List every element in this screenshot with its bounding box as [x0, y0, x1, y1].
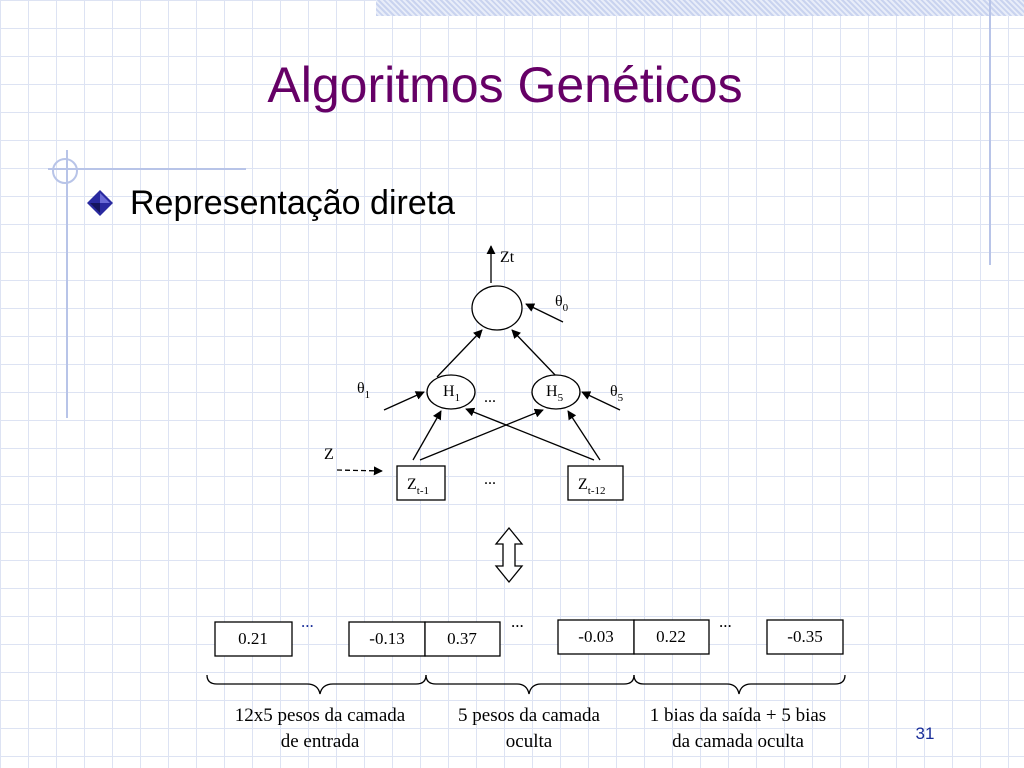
gene-value-6: -0.35 — [787, 627, 822, 646]
group-caption-line2: de entrada — [280, 731, 360, 752]
theta1-arrow — [383, 391, 425, 411]
chromosome-ellipsis-2: ... — [511, 612, 524, 631]
top-right-vertical-line — [989, 0, 991, 265]
input-z-label: Z — [324, 446, 334, 463]
output-label: Zt — [500, 249, 515, 266]
output-node — [471, 285, 523, 331]
h5-label: H5 — [546, 383, 564, 404]
zt12-to-h1-arrow — [465, 407, 595, 461]
theta0-arrow — [525, 303, 564, 323]
gene-value-5: 0.22 — [656, 627, 686, 646]
bullet-item: Representação direta — [86, 180, 455, 226]
top-right-pattern-band — [376, 0, 1024, 16]
h1-to-output-arrow — [436, 329, 483, 378]
input-ellipsis: ... — [484, 471, 496, 488]
h1-label: H1 — [443, 383, 460, 404]
group-caption-line2: oculta — [505, 731, 553, 752]
gene-value-3: 0.37 — [447, 629, 477, 648]
zt1-to-h5-arrow — [419, 408, 544, 461]
theta0-label: θ0 — [555, 293, 569, 314]
gene-box-6 — [766, 619, 844, 655]
chromosome-ellipsis-3: ... — [719, 612, 732, 631]
brace-input-weights — [206, 674, 427, 695]
left-horizontal-line — [48, 168, 246, 170]
input-box-zt12 — [567, 465, 624, 501]
zt12-to-h5-arrow — [567, 410, 601, 461]
hidden-node-h1 — [426, 374, 476, 410]
input-box-zt1 — [396, 465, 446, 501]
gene-box-5 — [633, 619, 710, 655]
brace-hidden-weights — [425, 674, 635, 695]
group-caption-bias: 1 bias da saída + 5 bias da camada ocult… — [628, 703, 848, 755]
input-dashed-arrow — [336, 466, 383, 476]
h5-to-output-arrow — [511, 329, 558, 378]
brace-bias — [633, 674, 846, 695]
page-number: 31 — [915, 724, 935, 743]
group-caption-line1: 12x5 pesos da camada — [234, 705, 406, 726]
gene-box-2 — [348, 621, 426, 657]
corner-circle-icon — [52, 158, 78, 184]
zt12-label: Zt-12 — [578, 476, 606, 497]
group-caption-line2: da camada oculta — [672, 731, 804, 752]
left-vertical-line — [66, 150, 68, 418]
diamond-bullet-icon — [87, 190, 113, 216]
group-caption-hidden-weights: 5 pesos da camada oculta — [419, 703, 639, 755]
gene-box-3 — [424, 621, 501, 657]
group-caption-input-weights: 12x5 pesos da camada de entrada — [210, 703, 430, 755]
hidden-ellipsis: ... — [484, 389, 496, 406]
gene-box-1 — [214, 621, 293, 657]
zt1-to-h1-arrow — [412, 410, 442, 461]
slide-title: Algoritmos Genéticos — [267, 57, 743, 113]
gene-value-4: -0.03 — [578, 627, 613, 646]
hidden-node-h5 — [531, 374, 581, 410]
theta1-label: θ1 — [357, 380, 370, 401]
theta5-label: θ5 — [610, 383, 624, 404]
double-arrow-icon — [494, 526, 524, 584]
gene-value-2: -0.13 — [369, 629, 404, 648]
chromosome-ellipsis-1: ... — [301, 612, 314, 631]
group-caption-line1: 1 bias da saída + 5 bias — [649, 705, 827, 726]
theta5-arrow — [581, 391, 621, 411]
gene-value-1: 0.21 — [238, 629, 268, 648]
bullet-text: Representação direta — [130, 183, 456, 222]
zt1-label: Zt-1 — [407, 476, 429, 497]
group-caption-line1: 5 pesos da camada — [458, 705, 600, 726]
